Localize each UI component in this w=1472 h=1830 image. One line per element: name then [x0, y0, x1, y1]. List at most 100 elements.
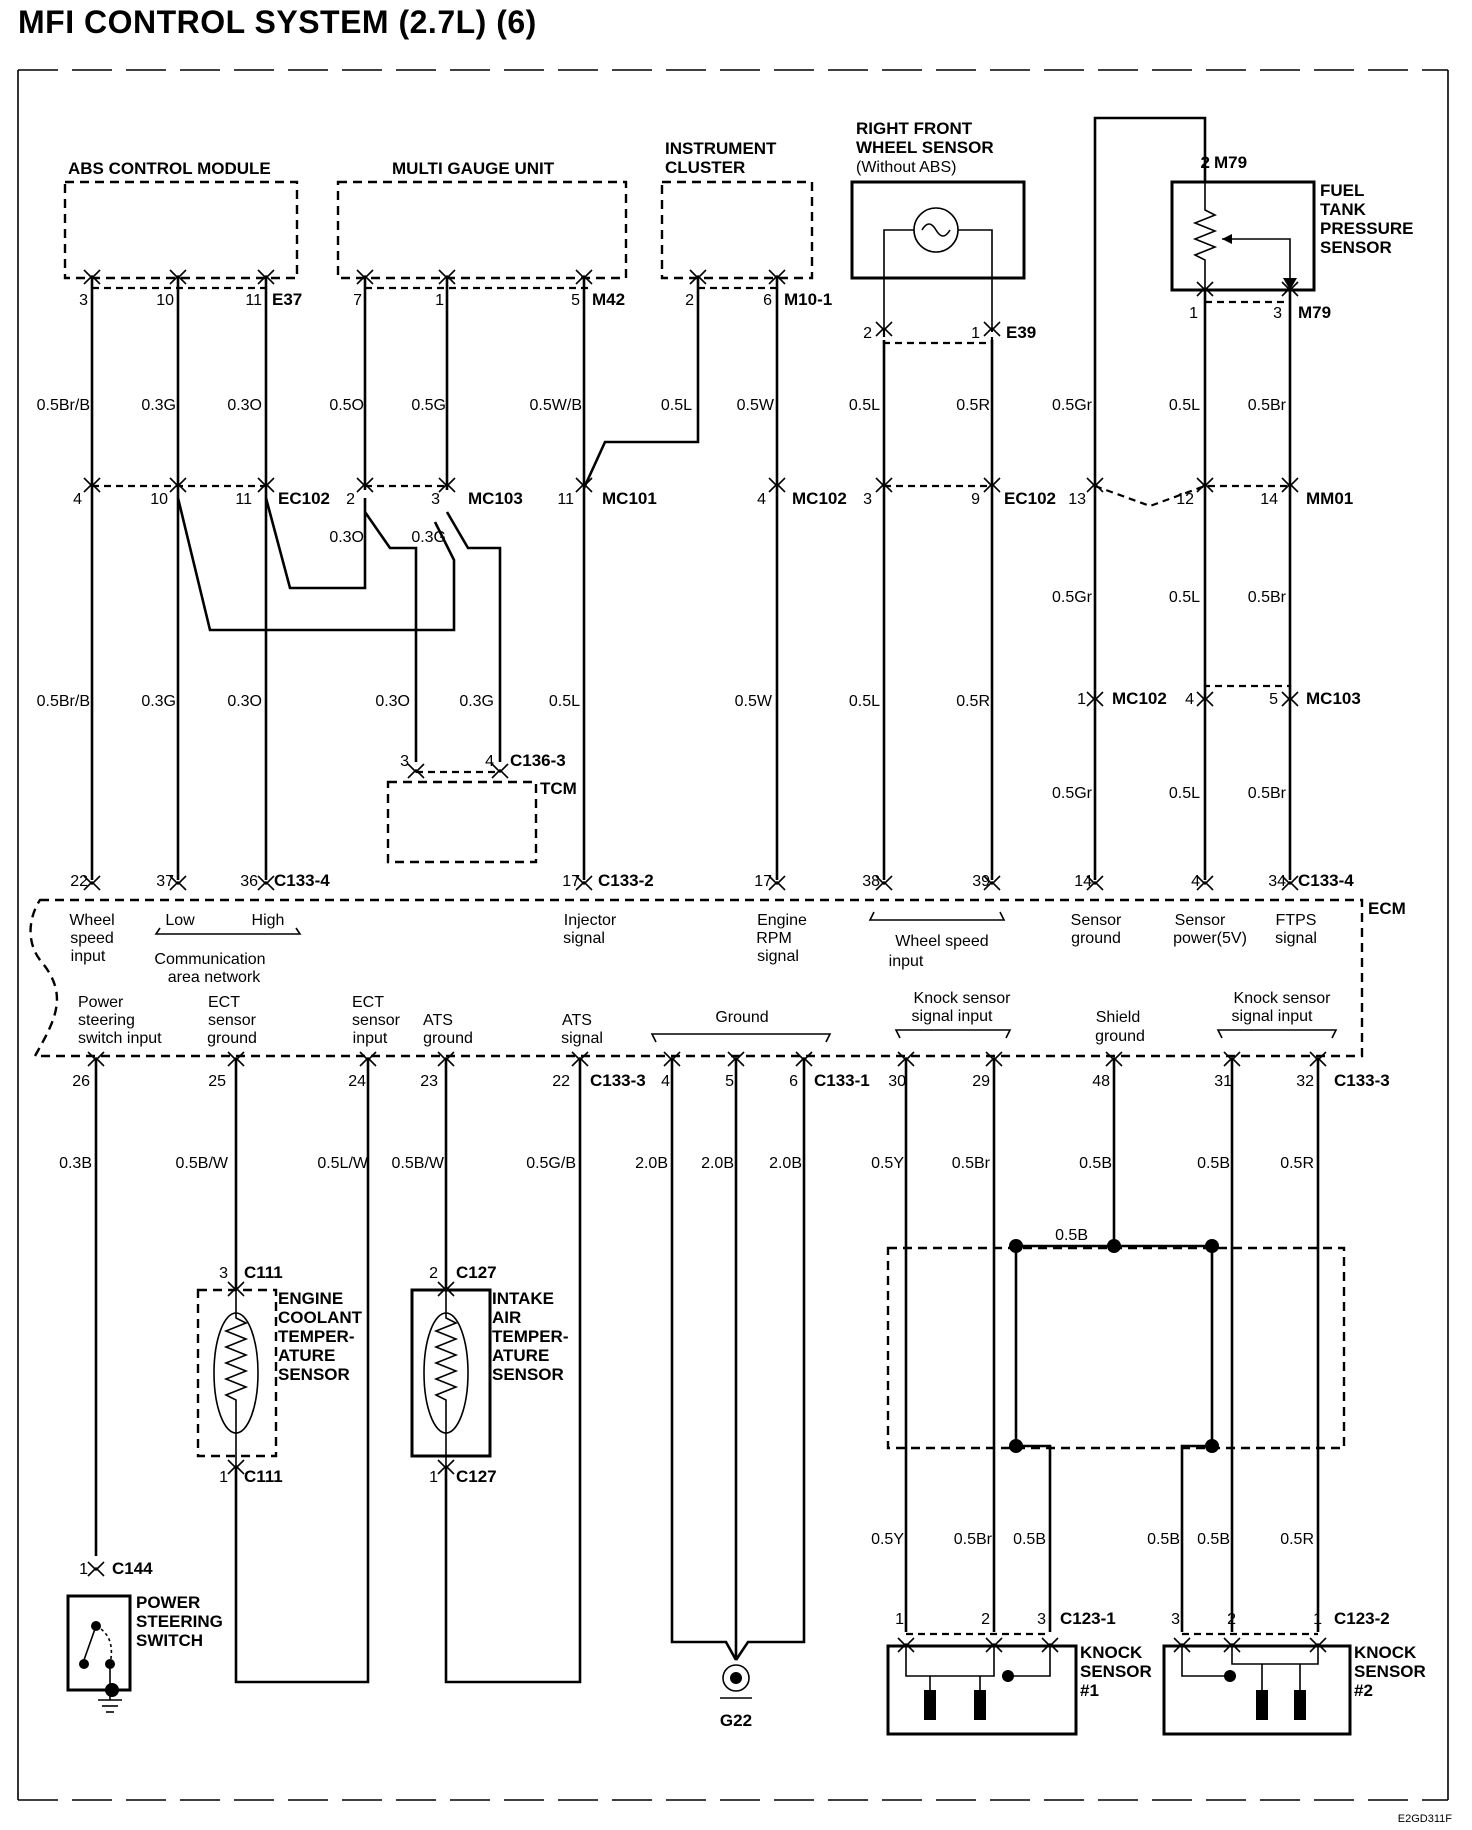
wire-label: 0.5B/W	[176, 1155, 229, 1172]
tcm-pin-4: 4	[485, 753, 494, 770]
wire-labels-lower: 0.5Gr 0.5L 0.5Br	[1052, 785, 1287, 802]
multi-gauge-unit: MULTI GAUGE UNIT	[336, 159, 628, 280]
connector-c123-2: C123-2	[1334, 1609, 1390, 1628]
connector-chevrons	[83, 269, 1327, 1653]
connector-chevron	[1223, 1056, 1241, 1067]
ecm-label-ats-ground-2: ground	[423, 1030, 473, 1047]
connector-chevron	[1223, 1051, 1241, 1062]
mid-pin-3: 3	[431, 491, 440, 508]
wire-label: 0.5B	[1147, 1531, 1180, 1548]
ecm-label-ect-ground-1: ECT	[208, 994, 240, 1011]
ecm-pin: 22	[552, 1073, 570, 1090]
connector-chevron	[257, 482, 275, 493]
connector-chevron	[1173, 1637, 1191, 1648]
connector-chevron	[257, 477, 275, 488]
wire-label: 0.5Gr	[1052, 785, 1093, 802]
ecm-label-rpm-2: RPM	[756, 930, 792, 947]
connector-chevron	[983, 477, 1001, 488]
mid-pin-4b: 4	[757, 491, 766, 508]
iat-label-4: ATURE	[492, 1346, 549, 1365]
connector-chevron	[87, 1566, 105, 1577]
connector-c127-top: C127	[456, 1263, 497, 1282]
ecm-pin: 22	[70, 873, 88, 890]
connector-chevron	[1196, 286, 1214, 297]
connector-chevron	[1281, 482, 1299, 493]
connector-chevron	[1086, 696, 1104, 707]
connector-m79: M79	[1298, 303, 1331, 322]
ect-pin-3: 3	[219, 1265, 228, 1282]
connector-chevron	[356, 482, 374, 493]
ps-label-1: POWER	[136, 1593, 200, 1612]
connector-chevron	[169, 477, 187, 488]
connector-c127-bottom: C127	[456, 1467, 497, 1486]
connector-chevron	[768, 269, 786, 280]
connector-chevron	[87, 1051, 105, 1062]
connector-chevron	[1041, 1642, 1059, 1653]
wire-label: 0.5Gr	[1052, 589, 1093, 606]
ks2-label-2: SENSOR	[1354, 1662, 1426, 1681]
pin-mgu-1: 1	[435, 292, 444, 309]
ecm-label-wheel-speed2-1: Wheel speed	[895, 933, 988, 950]
ks2-pin-3: 3	[1171, 1611, 1180, 1628]
ecm-pin: 38	[862, 873, 880, 890]
connector-chevron	[437, 1464, 455, 1475]
ect-label-1: ENGINE	[278, 1289, 343, 1308]
wire-label: 0.5R	[956, 397, 990, 414]
connector-c111-top: C111	[244, 1263, 283, 1282]
connector-chevron	[1196, 477, 1214, 488]
ect-pin-1: 1	[219, 1469, 228, 1486]
wire-label: 0.5L	[849, 693, 880, 710]
connector-chevron	[575, 269, 593, 280]
connector-mc103-low: MC103	[1306, 689, 1361, 708]
wire-labels-mid: 0.3O 0.3G 0.5Gr 0.5L 0.5Br	[329, 529, 1286, 606]
low-pin-1: 1	[1077, 691, 1086, 708]
lower-mid-connectors: 1 MC102 4 5 MC103	[1077, 684, 1361, 708]
ect-label-5: SENSOR	[278, 1365, 350, 1384]
wire-label: 0.5B/W	[392, 1155, 445, 1172]
pin-mgu-7: 7	[353, 292, 362, 309]
ecm-label-ect-input-1: ECT	[352, 994, 384, 1011]
connector-chevron	[169, 274, 187, 285]
connector-chevron	[983, 875, 1001, 886]
connector-chevron	[768, 477, 786, 488]
pin-m79-1: 1	[1189, 305, 1198, 322]
ks2-pin-1: 1	[1313, 1611, 1322, 1628]
iat-label-3: TEMPER-	[492, 1327, 569, 1346]
connector-chevron	[1281, 281, 1299, 292]
ecm-label-injector-2: signal	[563, 930, 605, 947]
wire-label: 0.5Y	[871, 1155, 904, 1172]
ecm-pin: 4	[1191, 873, 1200, 890]
ecm-pin: 36	[240, 873, 258, 890]
connector-chevron	[985, 1642, 1003, 1653]
connector-chevron	[985, 1051, 1003, 1062]
connector-chevron	[1196, 696, 1214, 707]
wire-label: 0.5R	[956, 693, 990, 710]
pin-mgu-5: 5	[571, 292, 580, 309]
wire-label: 0.5B	[1013, 1531, 1046, 1548]
fuel-tank-pressure-sensor: FUEL TANK PRESSURE SENSOR 2 M79	[1093, 116, 1414, 880]
ecm-pin: 32	[1296, 1073, 1314, 1090]
fuel-tank-label-4: SENSOR	[1320, 238, 1392, 257]
connector-chevron	[875, 326, 893, 337]
ecm-label-ftps-1: FTPS	[1276, 912, 1317, 929]
iat-pin-1: 1	[429, 1469, 438, 1486]
connector-chevron	[985, 1056, 1003, 1067]
instrument-cluster-label-2: CLUSTER	[665, 158, 745, 177]
ecm-label-wheel-speed-2: speed	[70, 930, 114, 947]
tcm-label: TCM	[540, 779, 577, 798]
connector-chevron	[897, 1642, 915, 1653]
connector-chevron	[795, 1051, 813, 1062]
wire-label: 0.5L	[1169, 785, 1200, 802]
ecm-pin: 4	[661, 1073, 670, 1090]
connector-chevron	[1086, 477, 1104, 488]
ecm-pin: 29	[972, 1073, 990, 1090]
connector-chevron	[795, 1056, 813, 1067]
connector-chevron	[227, 1056, 245, 1067]
wire-label: 0.5W	[737, 397, 775, 414]
wire-label: 0.5R	[1280, 1155, 1314, 1172]
connector-chevron	[768, 880, 786, 891]
mid-pin-4: 4	[73, 491, 82, 508]
wire-label: 0.5B	[1197, 1531, 1230, 1548]
ks2-label-3: #2	[1354, 1681, 1373, 1700]
